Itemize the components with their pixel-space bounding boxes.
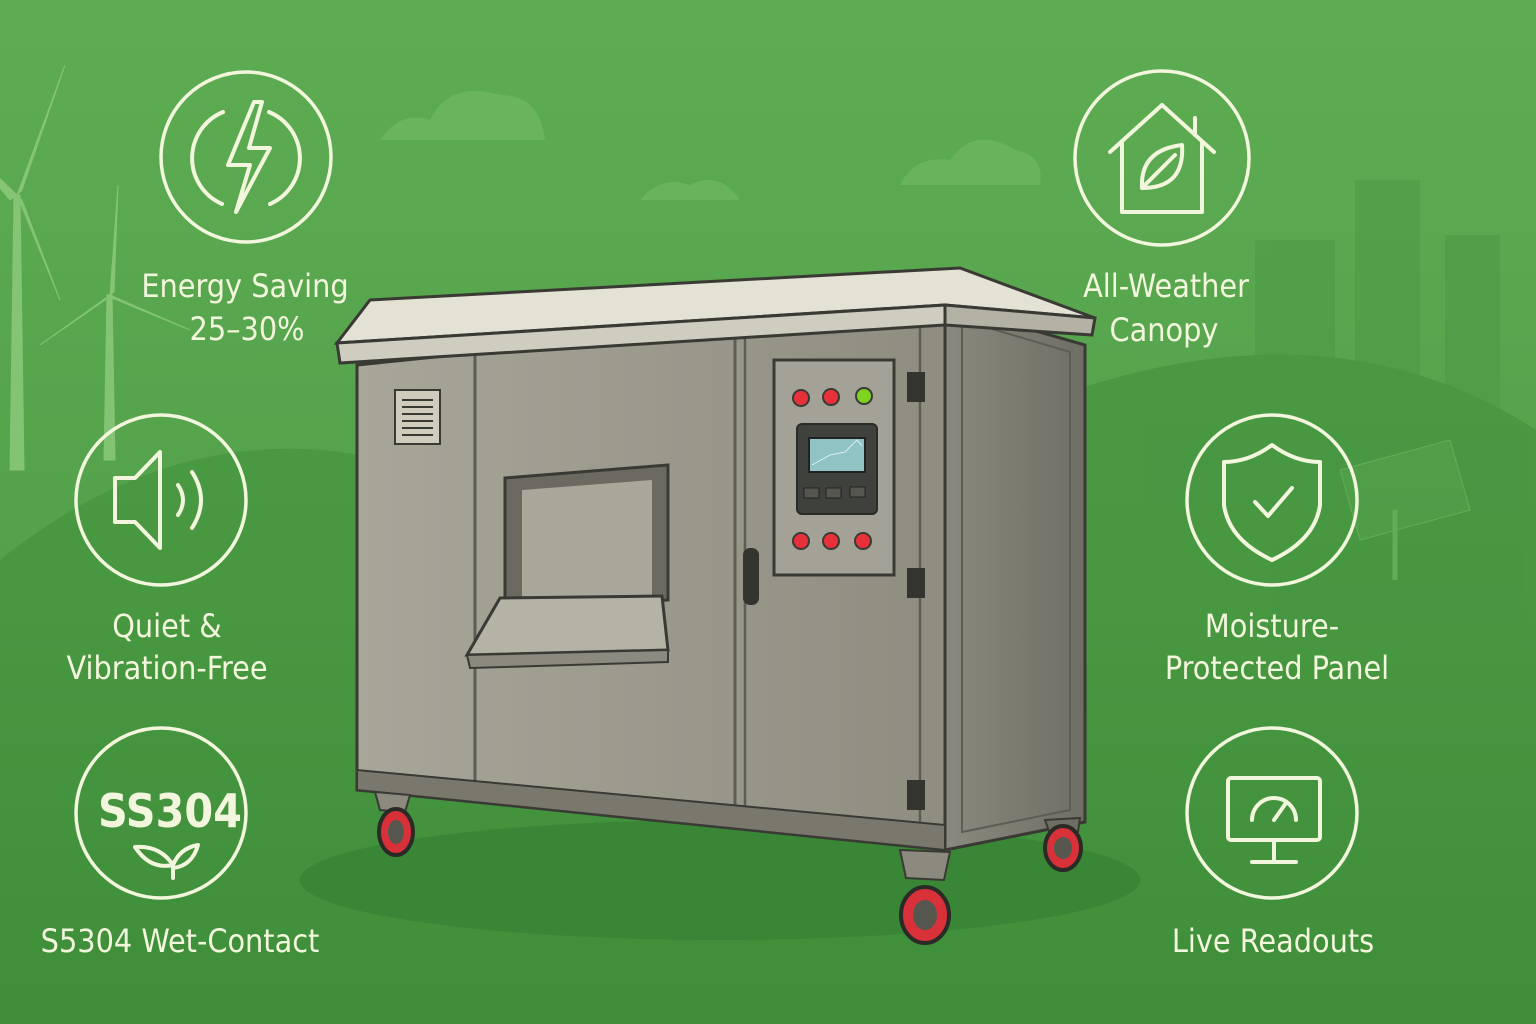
- feature-ring: [1185, 413, 1359, 587]
- speaker-icon: [113, 450, 203, 550]
- feature-label: Energy Saving: [141, 267, 348, 305]
- feature-label: Protected Panel: [1165, 649, 1389, 687]
- feature-ring: [1185, 726, 1359, 900]
- feature-energy-saving: Energy Saving 25–30%: [141, 70, 349, 348]
- feature-label: 25–30%: [190, 310, 305, 348]
- ss304-badge: SS304: [98, 784, 242, 838]
- composting-machine: [300, 266, 1140, 945]
- caster-wheel: [1043, 816, 1083, 872]
- monitor-gauge-icon: [1226, 776, 1322, 864]
- lcd-screen: [808, 437, 866, 473]
- feature-ring: [1073, 69, 1251, 247]
- indicator-light-red: [822, 388, 840, 406]
- control-button-red[interactable]: [854, 532, 872, 550]
- feature-canopy: All-Weather Canopy: [1073, 69, 1251, 349]
- feed-chute[interactable]: [464, 463, 670, 670]
- feature-label: S5304 Wet-Contact: [41, 922, 320, 960]
- indicator-light-green: [855, 387, 873, 405]
- feature-quiet: Quiet & Vibration-Free: [66, 413, 268, 687]
- lightning-icon: [190, 100, 302, 214]
- feature-live-readouts: Live Readouts: [1172, 726, 1374, 960]
- cloud: [900, 139, 1041, 185]
- wind-turbines: [0, 64, 191, 471]
- machine-base-rail: [356, 768, 946, 852]
- control-panel: [772, 358, 896, 577]
- door-hinge: [907, 372, 925, 402]
- feature-label: Moisture-: [1205, 607, 1339, 645]
- feature-label: Canopy: [1110, 311, 1219, 349]
- solar-panel: [1339, 439, 1471, 541]
- door-hinge: [907, 780, 925, 810]
- shield-check-icon: [1222, 443, 1322, 562]
- feature-ring: [159, 70, 333, 244]
- feature-label: Vibration-Free: [66, 649, 267, 687]
- indicator-light-red: [792, 389, 810, 407]
- feature-moisture: Moisture- Protected Panel: [1165, 413, 1389, 687]
- screen-graph: [811, 439, 863, 466]
- feature-label: Quiet &: [112, 607, 222, 645]
- cloud: [640, 180, 740, 200]
- feature-ring: [74, 413, 248, 587]
- feature-ring: [74, 726, 248, 900]
- vent-grille: [394, 389, 441, 445]
- panel-button[interactable]: [825, 487, 842, 499]
- door-handle[interactable]: [743, 548, 759, 605]
- caster-wheel: [898, 848, 952, 945]
- feature-ss304: SS304 S5304 Wet-Contact: [41, 726, 320, 960]
- door-hinge: [907, 568, 925, 598]
- feature-label: All-Weather: [1083, 267, 1249, 305]
- panel-button[interactable]: [849, 486, 866, 498]
- house-leaf-icon: [1108, 103, 1216, 214]
- control-button-red[interactable]: [822, 532, 840, 550]
- machine-side-panel: [943, 303, 1087, 852]
- caster-wheel: [373, 790, 415, 857]
- canopy-roof: [333, 266, 1097, 365]
- control-button-red[interactable]: [792, 532, 810, 550]
- feed-tray[interactable]: [464, 594, 670, 657]
- panel-button[interactable]: [803, 487, 820, 499]
- feature-label: Live Readouts: [1172, 922, 1374, 960]
- leaf-icon: [133, 843, 200, 880]
- machine-shadow: [300, 820, 1140, 940]
- cloud: [380, 90, 545, 140]
